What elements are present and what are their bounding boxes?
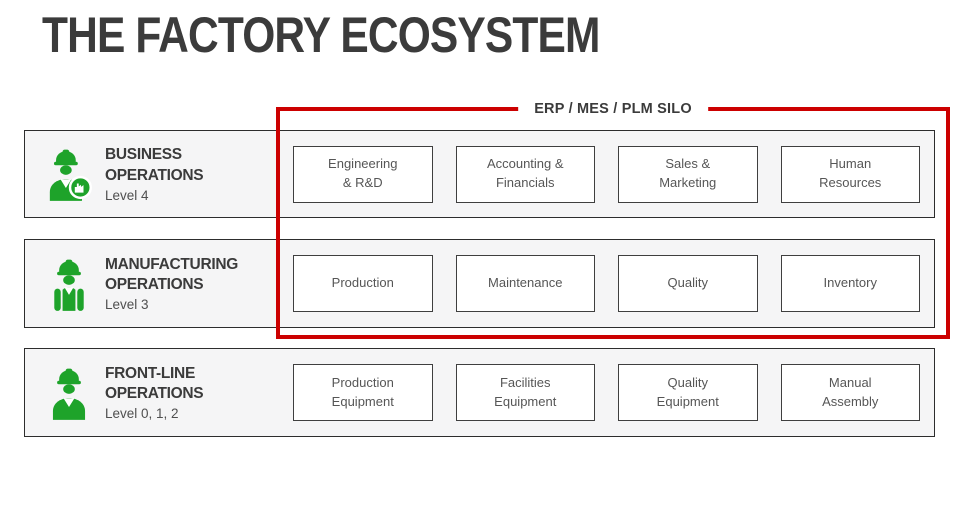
box-label: Accounting & Financials — [486, 156, 564, 190]
row-title: BUSINESS OPERATIONS — [105, 146, 204, 184]
box-accounting-financials: Accounting & Financials — [455, 145, 595, 203]
page-title: THE FACTORY ECOSYSTEM — [42, 7, 600, 63]
box-label: Production — [331, 275, 394, 291]
row-head-business: BUSINESS OPERATIONS Level 4 — [25, 145, 293, 203]
row-front-line-operations: FRONT-LINE OPERATIONS Level 0, 1, 2 Prod… — [24, 348, 935, 437]
box-label: Quality Equipment — [656, 374, 719, 409]
row-head-frontline: FRONT-LINE OPERATIONS Level 0, 1, 2 — [25, 364, 293, 422]
box-label: Facilities Equipment — [494, 374, 557, 409]
row-manufacturing-operations: MANUFACTURING OPERATIONS Level 3 Product… — [24, 239, 935, 328]
boxes-business: Engineering & R&D Accounting & Financial… — [293, 145, 920, 203]
row-title: MANUFACTURING OPERATIONS — [105, 255, 239, 293]
box-quality-equipment: Quality Equipment — [618, 364, 758, 421]
boxes-manufacturing: Production Maintenance Quality Inventory — [293, 255, 920, 312]
worker-icon — [44, 364, 94, 422]
box-label: Maintenance — [488, 275, 563, 291]
row-titles-business: BUSINESS OPERATIONS Level 4 — [105, 145, 265, 202]
row-level: Level 3 — [105, 297, 149, 313]
row-titles-frontline: FRONT-LINE OPERATIONS Level 0, 1, 2 — [105, 364, 265, 421]
box-label: Sales & Marketing — [659, 156, 717, 190]
box-sales-marketing: Sales & Marketing — [618, 145, 758, 203]
boxes-frontline: Production Equipment Facilities Equipmen… — [293, 364, 920, 421]
box-label: Manual Assembly — [822, 374, 879, 409]
box-label: Engineering & R&D — [328, 156, 398, 190]
row-business-operations: BUSINESS OPERATIONS Level 4 Engineering … — [24, 130, 935, 218]
row-head-manufacturing: MANUFACTURING OPERATIONS Level 3 — [25, 255, 293, 313]
box-production: Production — [293, 255, 433, 312]
box-production-equipment: Production Equipment — [293, 364, 433, 421]
box-quality: Quality — [618, 255, 758, 312]
box-human-resources: Human Resources — [780, 145, 920, 203]
box-label: Quality — [667, 275, 708, 291]
worker-vest-icon — [44, 255, 94, 313]
box-engineering-rd: Engineering & R&D — [293, 145, 433, 203]
row-title: FRONT-LINE OPERATIONS — [105, 364, 204, 402]
box-manual-assembly: Manual Assembly — [780, 364, 920, 421]
box-label: Human Resources — [819, 156, 882, 190]
worker-factory-badge-icon — [44, 145, 94, 203]
box-label: Production Equipment — [331, 374, 394, 409]
box-inventory: Inventory — [780, 255, 920, 312]
row-level: Level 0, 1, 2 — [105, 406, 179, 422]
box-facilities-equipment: Facilities Equipment — [455, 364, 595, 421]
silo-label: ERP / MES / PLM SILO — [518, 101, 708, 117]
row-level: Level 4 — [105, 187, 149, 203]
box-label: Inventory — [823, 275, 877, 291]
row-titles-manufacturing: MANUFACTURING OPERATIONS Level 3 — [105, 255, 265, 312]
box-maintenance: Maintenance — [455, 255, 595, 312]
